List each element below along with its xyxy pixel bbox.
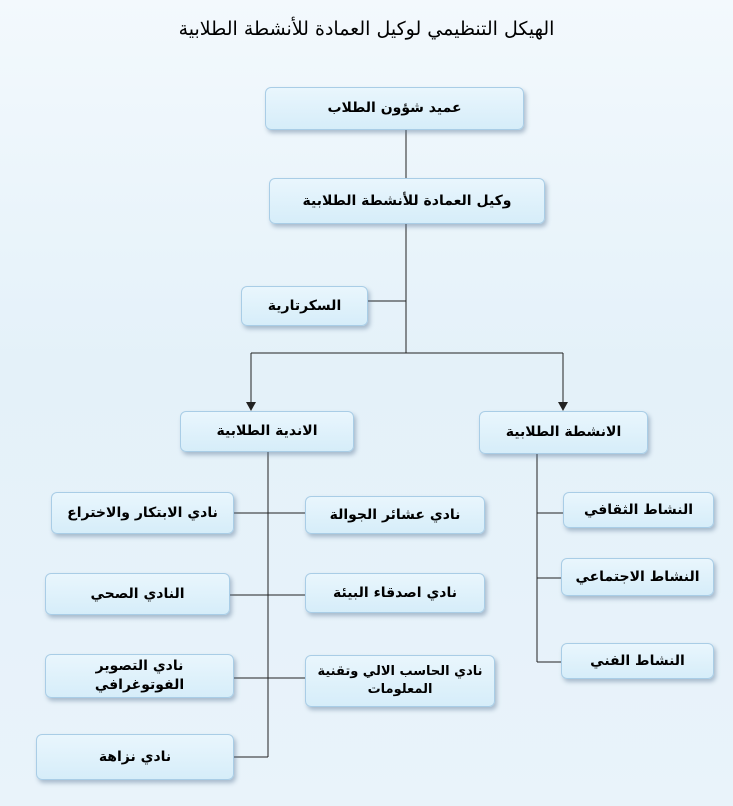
node-club-innovation: نادي الابتكار والاختراع [51, 492, 234, 534]
node-secretariat: السكرتارية [241, 286, 368, 326]
node-dean: عميد شؤون الطلاب [265, 87, 524, 130]
node-club-scouts: نادي عشائر الجوالة [305, 496, 485, 534]
node-club-photography: نادي التصوير الفوتوغرافي [45, 654, 234, 698]
node-activity-social: النشاط الاجتماعي [561, 558, 714, 596]
node-vice-dean: وكيل العمادة للأنشطة الطلابية [269, 178, 545, 224]
node-club-computer: نادي الحاسب الالي وتقنية المعلومات [305, 655, 495, 707]
node-club-environment: نادي اصدقاء البيئة [305, 573, 485, 613]
node-activity-cultural: النشاط الثقافي [563, 492, 714, 528]
node-club-integrity: نادي نزاهة [36, 734, 234, 780]
node-activity-art: النشاط الفني [561, 643, 714, 679]
arrow-to-clubs [246, 402, 256, 411]
node-student-activities: الانشطة الطلابية [479, 411, 648, 454]
node-student-clubs: الاندية الطلابية [180, 411, 354, 452]
page-title: الهيكل التنظيمي لوكيل العمادة للأنشطة ال… [178, 18, 555, 40]
arrow-to-activities [558, 402, 568, 411]
node-club-health: النادي الصحي [45, 573, 230, 615]
